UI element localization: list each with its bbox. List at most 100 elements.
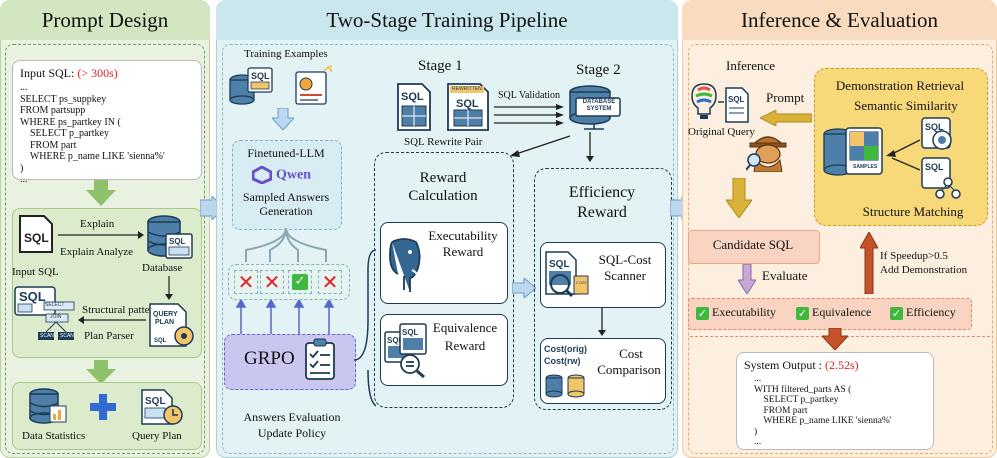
gold-down-arrow xyxy=(726,178,752,218)
output-down-arrow xyxy=(822,328,848,350)
sample-1-cross: ✕ xyxy=(234,270,258,294)
input-sql-time: (> 300s) xyxy=(77,66,118,80)
finetuned-llm-box xyxy=(232,140,342,230)
svg-text:SQL: SQL xyxy=(154,338,167,344)
svg-text:SQL: SQL xyxy=(456,98,479,110)
explain-arrow xyxy=(58,231,144,239)
stage-connector-arrows xyxy=(510,132,594,162)
svg-text:QUERY: QUERY xyxy=(153,311,178,318)
efficiency-reward-box xyxy=(534,168,672,410)
sql-document-icon: SQL xyxy=(19,215,53,253)
prompt-design-title: Prompt Design xyxy=(0,0,210,40)
database-caption: Database xyxy=(142,262,183,274)
system-output-code: ...WITH filtered_parts AS ( SELECT p_par… xyxy=(754,374,892,448)
training-inner xyxy=(222,44,674,454)
select-tag: SELECT xyxy=(45,302,65,308)
database-icon: SQL xyxy=(147,215,193,259)
equivalence-check-label: Equivalence xyxy=(812,305,872,319)
efficiency-reward-1: Efficiency xyxy=(568,184,636,201)
sql-rewrite-pair-label: SQL Rewrite Pair xyxy=(404,136,483,148)
code-line: SELECT p_partkey xyxy=(20,128,109,139)
rewritten-tag: REWRITTEN xyxy=(452,86,482,92)
structure-sql-icon: SQL xyxy=(921,157,961,199)
code-line: WITH filtered_parts AS ( xyxy=(754,384,852,395)
qwen-icon xyxy=(251,165,273,185)
scan-tag-2: SCAN xyxy=(60,333,74,339)
prompt-arrow xyxy=(760,110,812,126)
arrow-down-icon xyxy=(86,180,116,206)
demo-retrieval-label: Demonstration Retrieval xyxy=(835,78,965,93)
svg-text:SQL: SQL xyxy=(402,328,419,337)
evaluate-label: Evaluate xyxy=(762,268,808,283)
sql-cost-scanner-icon: SQL xyxy=(545,251,589,298)
if-speedup-label: If Speedup>0.5 xyxy=(880,250,948,262)
code-line: WHERE p_name LIKE 'sienna%' xyxy=(754,416,892,426)
cost-rw-label: Cost(rw) xyxy=(544,356,581,366)
svg-text:SQL: SQL xyxy=(401,91,424,103)
input-sql-label: Input SQL: xyxy=(20,66,78,80)
svg-text:SQL: SQL xyxy=(925,162,944,172)
code-line: ) xyxy=(20,162,24,174)
executability-reward-1: Executability xyxy=(428,228,498,243)
query-plan-icon: SQL xyxy=(141,389,183,425)
check-icon: ✓ xyxy=(292,274,308,290)
equivalence-compare-icon: SQL SQL xyxy=(384,323,427,378)
sql-text: SQL xyxy=(24,231,49,245)
check-efficiency: ✓ Efficiency xyxy=(890,305,956,320)
examples-down-arrow xyxy=(272,108,294,130)
inference-title: Inference & Evaluation xyxy=(682,0,997,40)
detective-icon xyxy=(746,136,787,172)
update-policy-label: Update Policy xyxy=(257,426,327,440)
svg-text:SQL: SQL xyxy=(387,336,404,345)
code-line: ... xyxy=(754,437,762,447)
input-sql-box xyxy=(12,60,202,180)
explain-analyze-label: Explain Analyze xyxy=(60,246,134,258)
plan-structure-icon: SQL xyxy=(14,286,75,340)
equivalence-reward-1: Equivalence xyxy=(432,320,498,335)
prompt-label: Prompt xyxy=(766,90,805,105)
grpo-up-arrows xyxy=(235,300,335,334)
efficiency-check-label: Efficiency xyxy=(906,305,956,319)
db-to-plan-arrow xyxy=(165,276,173,300)
reward-calculation-box xyxy=(374,152,514,408)
svg-text:SQL: SQL xyxy=(728,95,745,104)
plus-icon xyxy=(90,394,116,420)
query-plan-label: Query Plan xyxy=(132,430,182,442)
prompt-design-inner xyxy=(5,44,205,454)
training-examples-icon: SQL xyxy=(229,65,333,105)
equivalence-reward-2: Reward xyxy=(444,338,486,353)
svg-text:SQL: SQL xyxy=(925,122,944,132)
clipboard-checklist-icon xyxy=(305,338,335,380)
plan-parser-label: Plan Parser xyxy=(84,330,134,342)
code-line: SELECT ps_suppkey xyxy=(20,93,107,105)
scanner-to-cost-arrow xyxy=(598,308,606,336)
reward-calc-label-1: Reward xyxy=(419,170,467,186)
original-query-icon: SQL xyxy=(691,83,749,123)
check-executability: ✓ Executability xyxy=(696,305,776,320)
original-query-label: Original Query xyxy=(688,126,755,138)
sql-cost-label-1: SQL-Cost xyxy=(598,252,652,267)
stage1-label: Stage 1 xyxy=(418,58,463,74)
code-line: ... xyxy=(20,174,28,185)
grpo-reward-connector xyxy=(354,249,376,407)
grpo-label: GRPO xyxy=(244,348,295,369)
finetuned-llm-label: Finetuned-LLM xyxy=(247,146,325,160)
evaluate-arrow xyxy=(738,264,756,294)
training-examples-label: Training Examples xyxy=(244,48,328,60)
cost-db-icons xyxy=(545,374,585,398)
check-icon: ✓ xyxy=(796,306,809,320)
system-output-header: System Output : (2.52s) xyxy=(744,358,859,373)
sample-3-check: ✓ xyxy=(288,270,312,294)
samples-db-icon xyxy=(823,127,883,176)
reward-to-efficiency-arrow xyxy=(512,278,536,298)
svg-text:SQL: SQL xyxy=(19,289,46,304)
check-icon: ✓ xyxy=(696,306,709,320)
sql-validation-label: SQL Validation xyxy=(498,90,560,101)
cost-orig-label: Cost(orig) xyxy=(544,344,587,354)
executability-check-label: Executability xyxy=(712,305,776,319)
explain-label: Explain xyxy=(80,218,115,230)
svg-text:SQL: SQL xyxy=(145,396,166,407)
inference-label: Inference xyxy=(726,58,776,73)
check-equivalence: ✓ Equivalence xyxy=(796,305,871,320)
sample-4-cross: ✕ xyxy=(318,270,342,294)
